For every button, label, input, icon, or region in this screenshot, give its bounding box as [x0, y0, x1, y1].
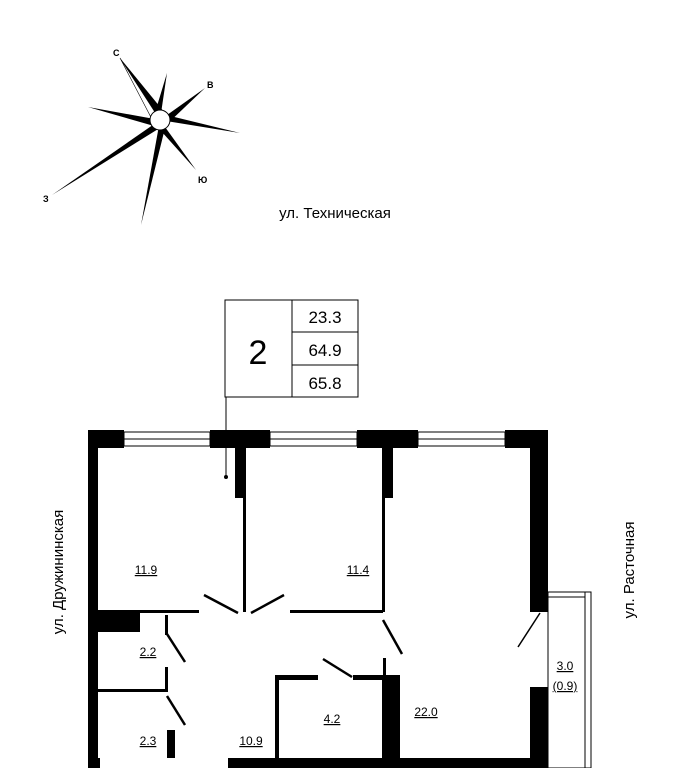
total-with-balcony: 65.8: [308, 374, 341, 393]
apartment-info-table: 2 23.3 64.9 65.8: [224, 299, 359, 479]
room-area-balcony: 3.0: [557, 659, 574, 673]
compass-rose-icon: С В Ю З: [43, 48, 240, 225]
room-area-living: 22.0: [414, 705, 438, 719]
compass-north: С: [113, 48, 120, 58]
room-area-bathroom: 2.2: [140, 645, 157, 659]
total-area: 64.9: [308, 341, 341, 360]
room-area-bedroom-2: 11.4: [347, 563, 370, 577]
balcony: [547, 591, 592, 768]
street-left: ул. Дружининская: [50, 510, 67, 634]
living-area: 23.3: [308, 308, 341, 327]
room-area-hallway: 10.9: [239, 734, 263, 748]
windows: [123, 431, 506, 447]
compass-east: В: [207, 80, 214, 90]
room-area-toilet: 2.3: [140, 734, 157, 748]
doors: [165, 593, 541, 726]
room-area-storage: 4.2: [324, 712, 341, 726]
street-top: ул. Техническая: [279, 205, 391, 222]
compass-south: Ю: [198, 175, 207, 185]
room-area-bedroom-1: 11.9: [135, 563, 158, 577]
rooms-count: 2: [249, 334, 268, 372]
compass-west: З: [43, 194, 49, 204]
street-right: ул. Расточная: [621, 522, 638, 619]
room-area-balcony-reduced: (0.9): [553, 679, 578, 693]
walls: [88, 430, 548, 768]
